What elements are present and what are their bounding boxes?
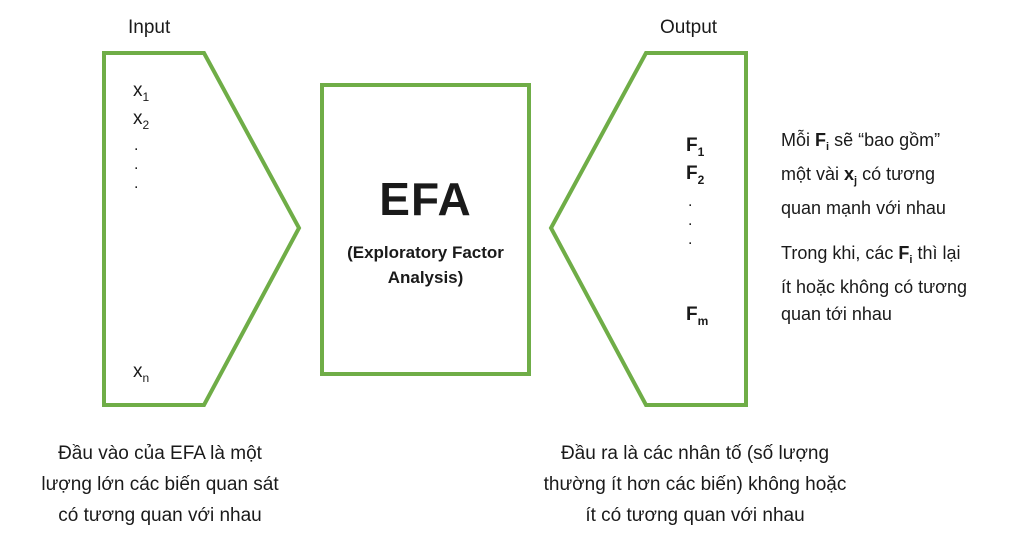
input-var-x2: x2 [133,108,150,132]
input-var-xn: xn [133,361,150,385]
note1-line3: quan mạnh với nhau [781,198,946,218]
efa-subtitle-line2: Analysis) [387,268,464,287]
caption-output: Đầu ra là các nhân tố (số lượng thường í… [500,438,890,531]
efa-box [320,83,531,376]
input-ellipsis-dot: . [134,156,139,173]
output-ellipsis-dot: . [688,212,693,229]
input-ellipsis-dot: . [134,137,139,154]
caption-input-line: Đầu vào của EFA là một [58,443,262,464]
output-ellipsis-dot: . [688,193,693,210]
input-label: Input [128,17,171,38]
efa-subtitle-line1: (Exploratory Factor [347,243,504,262]
note-factor-composition: Mỗi Fi sẽ “bao gồm” một vài xj có tương … [781,127,1021,222]
note1-line1: Mỗi Fi sẽ “bao gồm” [781,130,941,153]
output-label: Output [660,17,718,38]
input-ellipsis-dot: . [134,175,139,192]
input-var-x1: x1 [133,80,150,104]
note2-line1: Trong khi, các Fi thì lại [781,243,961,266]
input-pentagon [102,51,302,407]
output-factor-f1: F1 [686,135,705,159]
caption-output-line: ít có tương quan với nhau [585,505,805,526]
caption-output-line: thường ít hơn các biến) không hoặc [543,474,847,495]
caption-input: Đầu vào của EFA là một lượng lớn các biế… [0,438,320,531]
note1-line2: một vài xj có tương [781,164,935,187]
output-ellipsis-dot: . [688,231,693,248]
output-factor-fm: Fm [686,304,709,328]
caption-input-line: có tương quan với nhau [58,505,262,526]
note2-line2: ít hoặc không có tương [781,277,967,297]
caption-output-line: Đầu ra là các nhân tố (số lượng [560,443,830,464]
output-factor-f2: F2 [686,163,705,187]
note2-line3: quan tới nhau [781,304,892,324]
caption-input-line: lượng lớn các biến quan sát [41,474,279,495]
efa-subtitle: (Exploratory Factor Analysis) [322,240,529,290]
efa-title: EFA [379,173,472,225]
output-pentagon [548,51,748,407]
note-factor-correlation: Trong khi, các Fi thì lại ít hoặc không … [781,240,1021,328]
